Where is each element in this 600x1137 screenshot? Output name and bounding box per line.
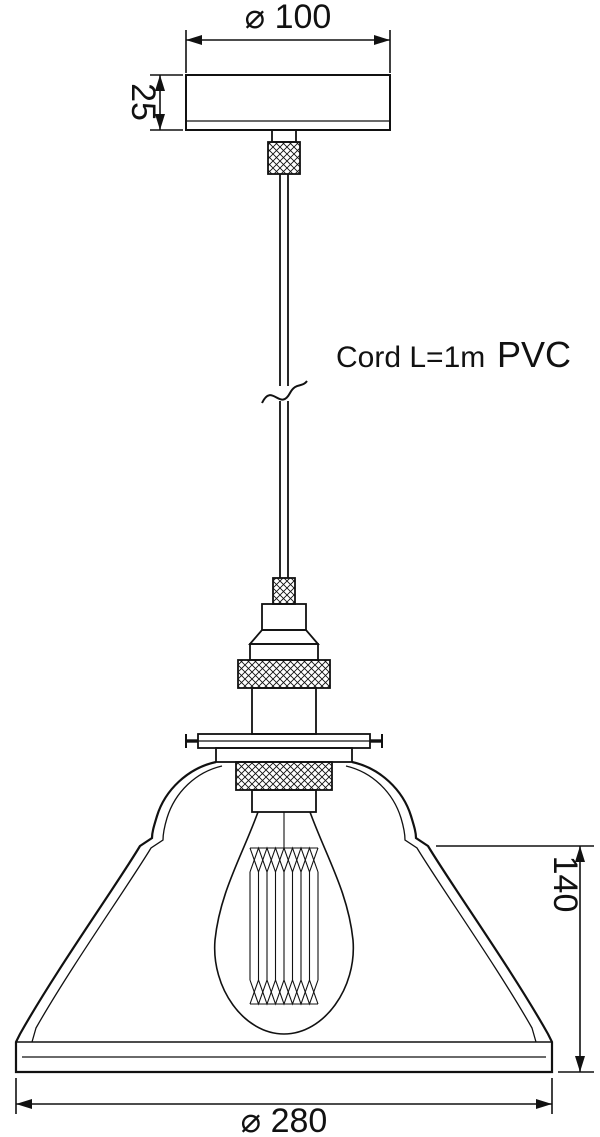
label-canopy-height: 25 [124,83,162,121]
label-cord-length: Cord L=1m [336,341,485,374]
socket-body [251,687,317,735]
filament [249,812,319,1006]
shade-inner-profile-right [345,765,537,1043]
arrowhead [374,35,390,45]
cord-break-symbol [261,380,308,404]
socket-assembly [185,577,383,813]
cord-strain-relief [267,129,301,175]
filament-lattice [249,978,319,1006]
dimension-shade-diameter [15,1078,553,1114]
edison-bulb [213,811,355,1035]
threaded-nipple [272,577,296,605]
label-cord-material: PVC [497,334,571,375]
dimension-shade-height [436,845,594,1073]
socket-cap [261,603,307,631]
arrowhead [155,75,165,91]
arrowhead [16,1099,32,1109]
bulb-glass-outline [213,811,355,1035]
label-shade-height: 140 [546,856,584,913]
glass-shade [14,760,554,1074]
arrowhead [536,1099,552,1109]
strain-relief-knurl [267,141,301,175]
arrowhead [155,114,165,130]
ceiling-canopy [185,74,391,131]
knurled-ring-lower [235,761,333,791]
arrowhead [186,35,202,45]
shade-collar [215,747,353,763]
cord [261,174,308,578]
socket-bottom [251,789,317,813]
dimension-canopy-diameter [185,30,391,73]
shade-outer-profile [14,760,554,1074]
socket-neck [249,643,319,661]
socket-flare [248,629,320,645]
arrowhead [575,1056,585,1072]
shade-inner-profile-left [31,765,223,1043]
label-canopy-diameter: ⌀ 100 [245,0,332,36]
strain-relief-collar [271,129,297,143]
filament-lattice [249,846,319,874]
knurled-ring-upper [237,659,331,689]
canopy-body [185,74,391,131]
label-shade-diameter: ⌀ 280 [241,1102,328,1137]
dimension-canopy-height [150,74,183,131]
arrowhead [575,846,585,862]
